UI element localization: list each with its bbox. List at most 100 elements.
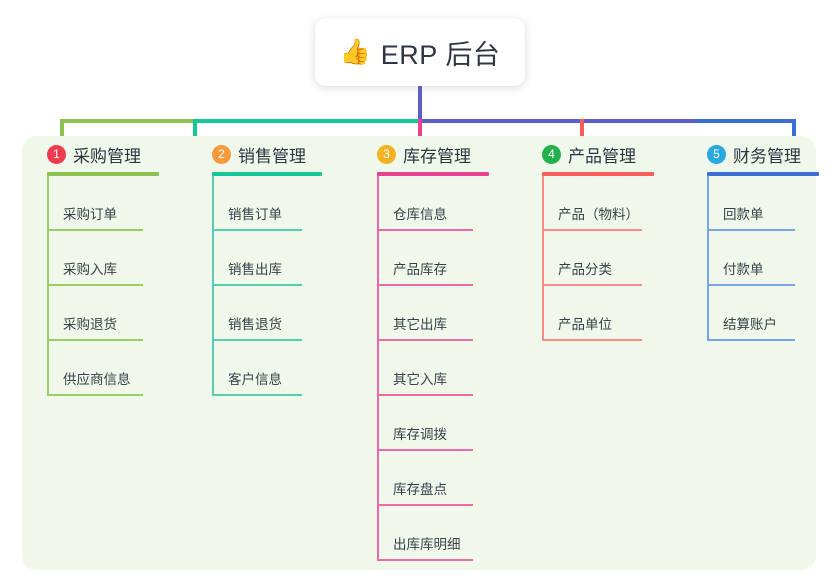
column-number-badge: 3 (377, 144, 396, 164)
diagram-panel-background (22, 136, 816, 570)
list-item[interactable]: 产品（物料） (528, 176, 654, 231)
column-number-badge: 1 (47, 144, 66, 164)
list-item-label: 其它入库 (393, 372, 447, 387)
column-title: 库存管理 (403, 146, 471, 166)
list-item-rule (212, 284, 302, 286)
column-header-2[interactable]: 2 销售管理 (198, 140, 322, 168)
list-item-rule (542, 229, 642, 231)
list-item[interactable]: 销售退货 (198, 286, 322, 341)
drop-connector-5 (792, 119, 796, 147)
list-item-rule (377, 339, 473, 341)
column-title: 销售管理 (238, 146, 306, 166)
column-header-1[interactable]: 1 采购管理 (33, 140, 159, 168)
list-item[interactable]: 客户信息 (198, 341, 322, 396)
column-spine (47, 176, 49, 396)
list-item-rule (47, 339, 143, 341)
list-item-label: 采购入库 (63, 262, 117, 277)
list-item-label: 销售出库 (228, 262, 282, 277)
list-item[interactable]: 产品单位 (528, 286, 654, 341)
list-item[interactable]: 库存盘点 (363, 451, 489, 506)
bus-segment-indigo-right (696, 119, 796, 123)
list-item[interactable]: 出库库明细 (363, 506, 489, 561)
column-header-3[interactable]: 3 库存管理 (363, 140, 489, 168)
column-采购管理: 1 采购管理采购订单采购入库采购退货供应商信息 (33, 140, 159, 396)
drop-connector-3 (418, 119, 422, 147)
list-item[interactable]: 其它入库 (363, 341, 489, 396)
list-item-rule (212, 394, 302, 396)
column-header-5[interactable]: 5 财务管理 (693, 140, 819, 168)
list-item-rule (377, 394, 473, 396)
column-number-badge: 5 (707, 144, 726, 164)
bus-segment-indigo (418, 119, 698, 123)
column-spine (542, 176, 544, 341)
list-item[interactable]: 销售订单 (198, 176, 322, 231)
column-header-rule (707, 172, 819, 176)
list-item-label: 采购订单 (63, 207, 117, 222)
drop-connector-1 (60, 119, 64, 147)
list-item-rule (542, 339, 642, 341)
list-item-rule (377, 284, 473, 286)
list-item[interactable]: 结算账户 (693, 286, 819, 341)
list-item[interactable]: 回款单 (693, 176, 819, 231)
root-node-title: ERP 后台 (380, 39, 501, 70)
list-item-rule (542, 284, 642, 286)
list-item[interactable]: 产品分类 (528, 231, 654, 286)
list-item-label: 采购退货 (63, 317, 117, 332)
column-title: 产品管理 (568, 146, 636, 166)
list-item[interactable]: 库存调拨 (363, 396, 489, 451)
column-title: 采购管理 (73, 146, 141, 166)
list-item[interactable]: 采购入库 (33, 231, 159, 286)
column-header-rule (47, 172, 159, 176)
list-item-label: 库存盘点 (393, 482, 447, 497)
list-item-rule (377, 504, 473, 506)
bus-segment-green (60, 119, 195, 123)
list-item-label: 产品库存 (393, 262, 447, 277)
list-item-rule (377, 449, 473, 451)
list-item-label: 销售订单 (228, 207, 282, 222)
root-node-card[interactable]: 👍 ERP 后台 (315, 18, 525, 86)
list-item-rule (707, 284, 795, 286)
list-item-rule (212, 339, 302, 341)
column-财务管理: 5 财务管理回款单付款单结算账户 (693, 140, 819, 341)
list-item[interactable]: 销售出库 (198, 231, 322, 286)
column-items: 产品（物料） 产品分类产品单位 (528, 176, 654, 341)
list-item-rule (47, 394, 143, 396)
list-item-label: 客户信息 (228, 372, 282, 387)
list-item[interactable]: 供应商信息 (33, 341, 159, 396)
column-title: 财务管理 (733, 146, 801, 166)
column-items: 销售订单销售出库销售退货客户信息 (198, 176, 322, 396)
list-item-label: 供应商信息 (63, 372, 131, 387)
thumbs-up-icon: 👍 (339, 37, 371, 66)
column-库存管理: 3 库存管理仓库信息产品库存其它出库其它入库库存调拨库存盘点出库库明细 (363, 140, 489, 561)
bus-segment-teal (193, 119, 420, 123)
root-stem-connector (418, 86, 422, 121)
drop-connector-4 (580, 119, 584, 147)
column-items: 仓库信息产品库存其它出库其它入库库存调拨库存盘点出库库明细 (363, 176, 489, 561)
column-items: 回款单付款单结算账户 (693, 176, 819, 341)
list-item-rule (47, 229, 143, 231)
list-item-rule (707, 339, 795, 341)
list-item-rule (47, 284, 143, 286)
list-item-label: 付款单 (723, 262, 764, 277)
column-spine (707, 176, 709, 341)
column-header-rule (377, 172, 489, 176)
column-items: 采购订单采购入库采购退货供应商信息 (33, 176, 159, 396)
list-item[interactable]: 仓库信息 (363, 176, 489, 231)
list-item-label: 产品单位 (558, 317, 612, 332)
list-item[interactable]: 付款单 (693, 231, 819, 286)
list-item-rule (377, 229, 473, 231)
list-item-label: 仓库信息 (393, 207, 447, 222)
list-item[interactable]: 产品库存 (363, 231, 489, 286)
column-header-rule (212, 172, 322, 176)
column-spine (377, 176, 379, 561)
list-item-label: 产品分类 (558, 262, 612, 277)
list-item[interactable]: 采购退货 (33, 286, 159, 341)
column-number-badge: 2 (212, 144, 231, 164)
list-item[interactable]: 采购订单 (33, 176, 159, 231)
column-spine (212, 176, 214, 396)
list-item[interactable]: 其它出库 (363, 286, 489, 341)
list-item-label: 产品（物料） (558, 207, 639, 222)
list-item-label: 销售退货 (228, 317, 282, 332)
